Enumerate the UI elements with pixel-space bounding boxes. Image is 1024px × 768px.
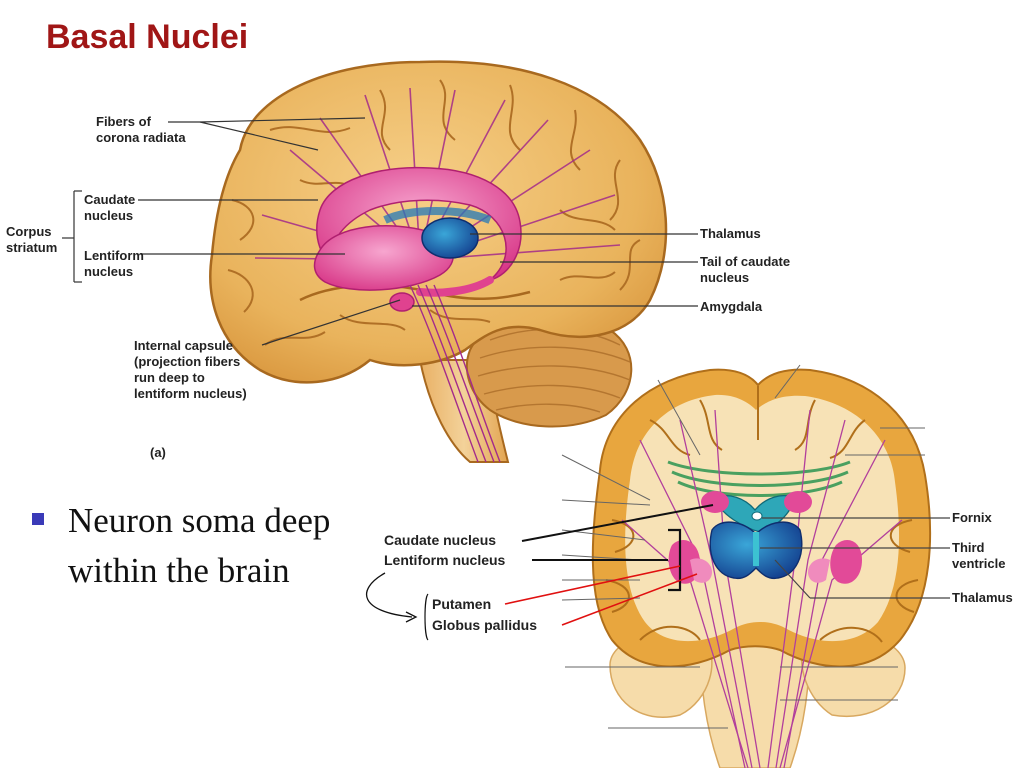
- label-internal-line3: run deep to: [134, 370, 205, 385]
- lateral-amygdala: [389, 292, 415, 312]
- label-internal-line2: (projection fibers: [134, 354, 240, 369]
- label-fibers-line1: Fibers of: [96, 114, 152, 129]
- lateral-caudate-tail: [416, 276, 494, 297]
- label-thalamus-lateral: Thalamus: [700, 226, 761, 241]
- lateral-lentiform-nucleus: [313, 225, 454, 291]
- coronal-lentiform-left: [668, 540, 701, 584]
- label-caudate-line2: nucleus: [84, 208, 133, 223]
- label-caudate-coronal: Caudate nucleus: [384, 532, 496, 548]
- coronal-third-ventricle: [753, 532, 759, 566]
- lateral-brain: Fibers of corona radiata Corpus striatum…: [6, 60, 790, 463]
- label-amygdala: Amygdala: [700, 299, 763, 314]
- coronal-gyri: [605, 386, 919, 643]
- coronal-leader-lines: [366, 504, 950, 641]
- label-putamen: Putamen: [432, 596, 491, 612]
- label-corpus-line2: striatum: [6, 240, 57, 255]
- label-lentiform-line2: nucleus: [84, 264, 133, 279]
- lateral-leader-lines: [62, 117, 698, 346]
- label-tail-line1: Tail of caudate: [700, 254, 790, 269]
- label-fibers-line2: corona radiata: [96, 130, 186, 145]
- internal-capsule-fibers: [409, 284, 501, 463]
- label-lentiform-line1: Lentiform: [84, 248, 144, 263]
- label-fornix: Fornix: [952, 510, 992, 525]
- coronal-fornix: [751, 511, 763, 521]
- label-thalamus-coronal: Thalamus: [952, 590, 1013, 605]
- coronal-caudate-right: [784, 491, 812, 513]
- bullet-item: Neuron soma deep within the brain: [32, 496, 352, 596]
- label-tail-line2: nucleus: [700, 270, 749, 285]
- label-third-line1: Third: [952, 540, 985, 555]
- label-third-line2: ventricle: [952, 556, 1005, 571]
- coronal-brainstem: [699, 639, 811, 768]
- coronal-caudate-left: [701, 491, 729, 513]
- label-caudate-line1: Caudate: [84, 192, 135, 207]
- panel-label-a: (a): [150, 445, 166, 460]
- lateral-ventricle-shadow: [383, 207, 492, 224]
- lateral-thalamus: [421, 217, 479, 259]
- label-internal-line4: lentiform nucleus): [134, 386, 247, 401]
- coronal-globus-left: [690, 558, 712, 583]
- bullet-text: Neuron soma deep within the brain: [68, 501, 331, 590]
- coronal-lentiform-right: [830, 540, 862, 584]
- label-internal-line1: Internal capsule: [134, 338, 233, 353]
- label-globus-pallidus: Globus pallidus: [432, 617, 537, 633]
- label-lentiform-coronal: Lentiform nucleus: [384, 552, 506, 568]
- slide-title: Basal Nuclei: [46, 18, 249, 56]
- coronal-globus-right: [808, 558, 830, 583]
- label-corpus-line1: Corpus: [6, 224, 52, 239]
- bullet-marker-icon: [32, 513, 44, 525]
- coronal-brain: Caudate nucleus Lentiform nucleus Putame…: [366, 364, 1013, 768]
